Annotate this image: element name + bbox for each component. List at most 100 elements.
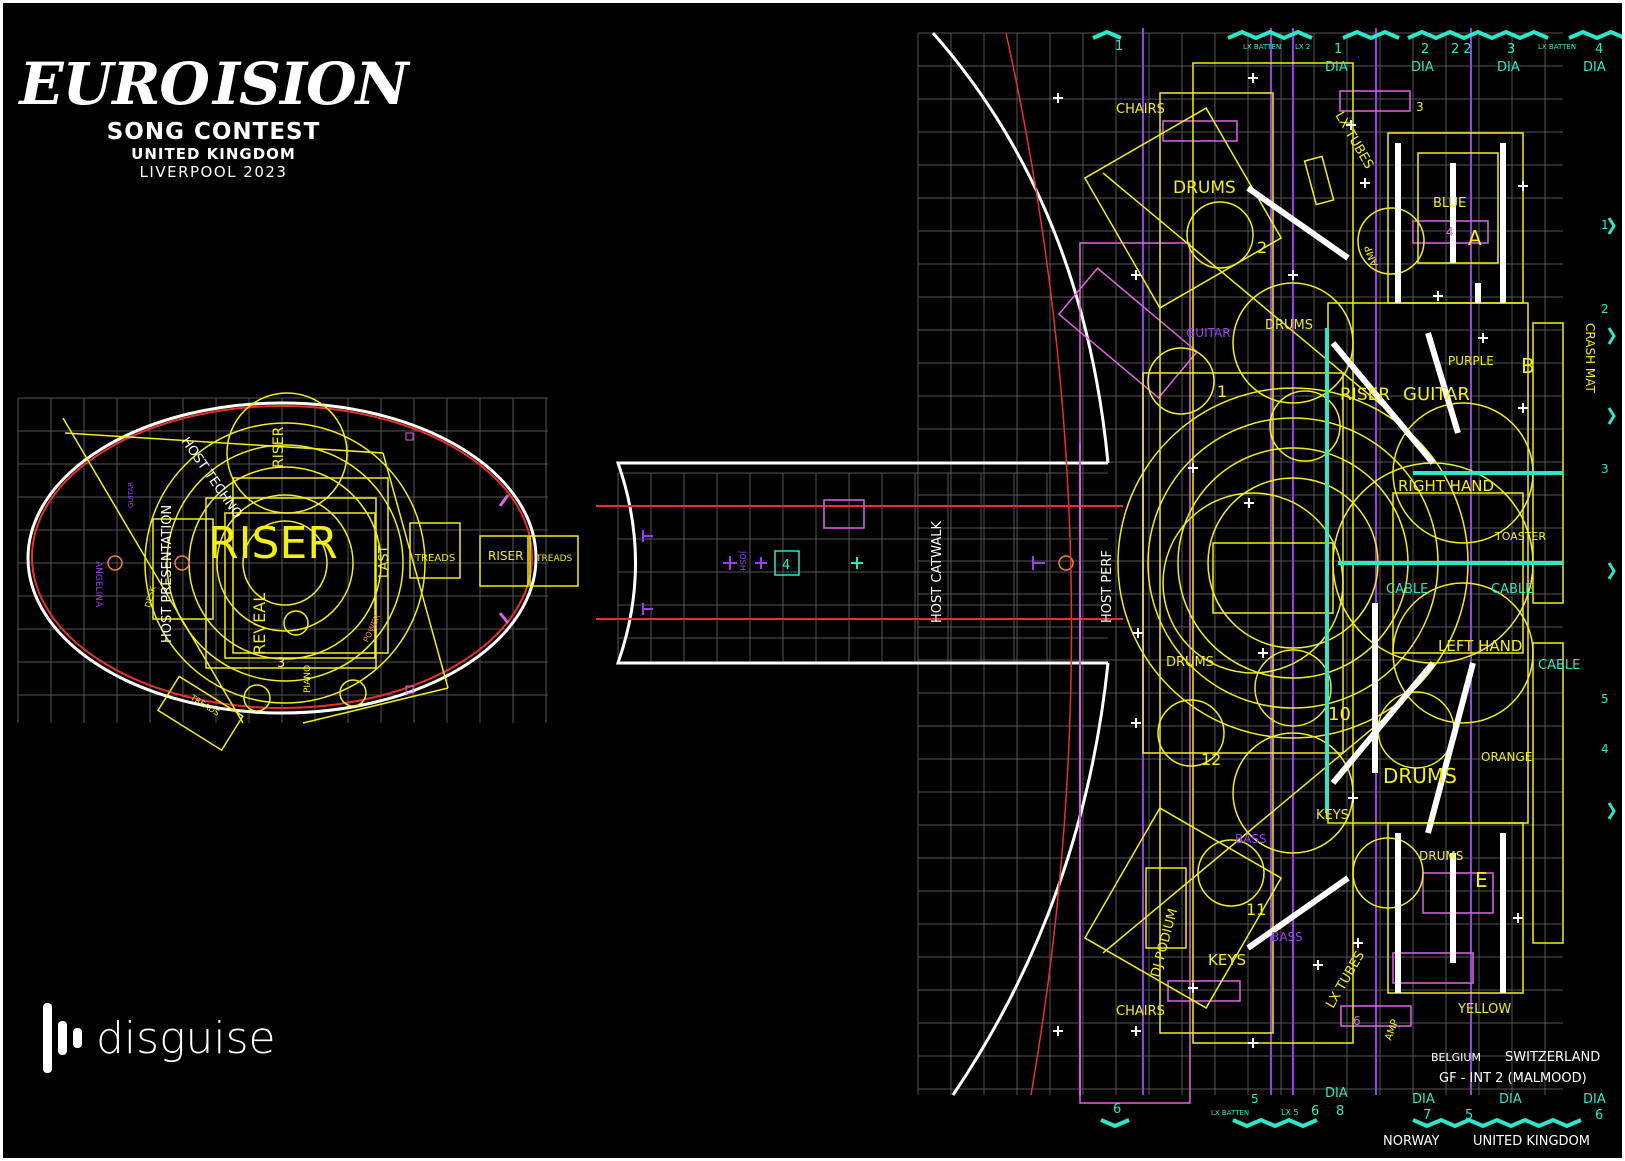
truss-bottom-dia-8-num: 8 <box>1336 1104 1344 1119</box>
cross-mark <box>1353 938 1363 948</box>
host-perf-label: HOST PERF <box>1100 550 1115 623</box>
left-last-label: LAST <box>377 545 392 578</box>
chairs-top-label: CHAIRS <box>1116 102 1165 117</box>
red-sightline <box>1005 32 1073 1096</box>
cross-mark <box>1053 1026 1063 1036</box>
desk-label: DESK <box>143 585 157 609</box>
logo-song-contest: SONG CONTEST <box>106 119 321 145</box>
bass-label-1: BASS <box>1235 832 1267 846</box>
eurovision-logo: EURO ISION SONG CONTEST UNITED KINGDOM L… <box>19 51 408 181</box>
number-6-label: 6 <box>1353 1014 1361 1028</box>
orange-label: ORANGE <box>1481 750 1532 764</box>
guitar-label: GUITAR <box>127 482 135 508</box>
catwalk-marker-4: 4 <box>782 558 790 573</box>
keys-label-1: KEYS <box>1316 808 1349 823</box>
cyan-cable-runs <box>1325 328 1563 813</box>
truss-top-2-2: 2 2 <box>1451 42 1472 57</box>
left-stage-edge <box>26 401 538 715</box>
cross-mark <box>1053 93 1063 103</box>
side-markers: 1 2 3 4 5 <box>1601 217 1616 820</box>
cross-mark <box>1188 463 1198 473</box>
truss-bottom-lx-batten: LX BATTEN <box>1211 1109 1249 1117</box>
disguise-wordmark: disguise <box>96 1012 276 1064</box>
cross-mark <box>1346 120 1356 130</box>
cross-mark <box>1288 270 1298 280</box>
left-reveal-label: REVEAL <box>250 593 269 655</box>
number-10-label: 10 <box>1328 704 1351 725</box>
bass-label-2: BASS <box>1271 930 1303 944</box>
host-presentation-label: HOST PRESENTATION <box>160 505 175 643</box>
left-riser-top-label: RISER <box>271 426 287 468</box>
cross-mark <box>1258 648 1268 658</box>
cable-label-1: CABLE <box>1386 582 1428 597</box>
main-stage: CHAIRS CHAIRS DRUMS DRUMS DRUMS DRUMS DR… <box>931 28 1597 1104</box>
number-2-label: 2 <box>1257 238 1267 257</box>
disguise-logo: disguise <box>43 1003 276 1073</box>
guitar-purple-label: GUITAR <box>1186 326 1231 340</box>
truss-markers-top: 1 LX BATTEN LX 2 1 DIA 2 DIA 2 2 3 DIA L… <box>1092 29 1622 75</box>
truss-top-dia-1-num: 1 <box>1334 42 1342 57</box>
side-number-1: 1 <box>1601 218 1609 232</box>
side-number-2: 2 <box>1601 302 1609 316</box>
truss-bottom-dia-5: DIA <box>1499 1092 1522 1107</box>
truss-bottom-6: 6 <box>1113 1102 1121 1117</box>
left-stage-yellow-shapes <box>62 392 579 752</box>
drums-label-5: DRUMS <box>1419 849 1463 863</box>
truss-top-lx-batten-2: LX BATTEN <box>1538 43 1576 51</box>
truss-bottom-dia-7-num: 7 <box>1423 1108 1431 1123</box>
truss-top-lx-batten: LX BATTEN <box>1243 43 1281 51</box>
main-stage-edge <box>931 32 1110 1096</box>
truss-markers-bottom: 6 5 LX BATTEN 6 LX 5 DIA 8 DIA 7 DIA 5 D… <box>1100 1086 1606 1129</box>
info-block: SWITZERLAND GF - INT 2 (MALMOOD) BELGIUM… <box>1383 1050 1600 1149</box>
catwalk-edge <box>615 461 1108 665</box>
truss-bottom-lx-batten-num: 5 <box>1251 1092 1259 1106</box>
info-country-switzerland: SWITZERLAND <box>1505 1050 1600 1065</box>
cross-mark <box>1244 498 1254 508</box>
truss-bottom-dia-5-num: 5 <box>1465 1108 1473 1123</box>
lx-tubes-top-label: LX TUBES <box>1332 110 1377 172</box>
logo-host-country: UNITED KINGDOM <box>131 145 296 163</box>
cross-mark <box>1131 718 1141 728</box>
side-number-4: 4 <box>1601 742 1609 756</box>
left-stage-edge-red <box>31 405 533 709</box>
crash-mat-label: CRASH MAT <box>1583 323 1597 394</box>
keys-label-2: KEYS <box>1208 951 1246 969</box>
angelina-label: ANGELINA <box>93 561 103 608</box>
cross-mark <box>1360 178 1370 188</box>
cross-mark <box>1248 1038 1258 1048</box>
josh-label: JOSH <box>738 550 747 571</box>
truss-bottom-lx-5-num: 6 <box>1311 1104 1319 1119</box>
right-hand-label: RIGHT HAND <box>1398 477 1494 495</box>
left-piano-label: PIANO <box>303 665 313 693</box>
left-number-3: 3 <box>277 656 285 671</box>
info-country-norway: NORWAY <box>1383 1134 1439 1149</box>
truss-top-dia-4-num: 4 <box>1595 42 1603 57</box>
number-1-label: 1 <box>1217 382 1227 401</box>
amp-bottom-label: AMP <box>1383 1018 1401 1042</box>
guitar-yellow-label: GUITAR <box>1403 384 1470 405</box>
number-11-label: 11 <box>1246 900 1266 919</box>
info-country-uk: UNITED KINGDOM <box>1473 1134 1590 1149</box>
number-3-label: 3 <box>1416 100 1424 114</box>
truss-bottom-dia-7: DIA <box>1412 1092 1435 1107</box>
truss-top-dia-4: DIA <box>1583 60 1606 75</box>
cross-mark <box>1518 403 1528 413</box>
dj-podium-label: DJ PODIUM <box>1148 907 1181 979</box>
white-marks <box>1053 73 1528 1048</box>
left-treads-label-2: TREADS <box>535 554 573 564</box>
drums-label-1: DRUMS <box>1173 178 1236 198</box>
cross-mark <box>1348 793 1358 803</box>
cross-mark <box>1313 960 1323 970</box>
left-stage: RISER RISER HOST TECHNO HOST PRESENTATIO… <box>26 392 579 752</box>
cross-mark <box>1478 333 1488 343</box>
drums-label-3: DRUMS <box>1166 655 1214 670</box>
chairs-bottom-label: CHAIRS <box>1116 1004 1165 1019</box>
cable-label-2: CABLE <box>1491 582 1533 597</box>
cross-mark <box>1131 1026 1141 1036</box>
number-4-label: 4 <box>1446 225 1454 239</box>
left-riser-small-label: RISER <box>488 549 523 563</box>
cross-mark <box>1131 270 1141 280</box>
truss-top-dia-1: DIA <box>1325 60 1348 75</box>
toaster-label: TOASTER <box>1494 530 1546 543</box>
truss-bottom-lx-5: LX 5 <box>1281 1108 1299 1117</box>
